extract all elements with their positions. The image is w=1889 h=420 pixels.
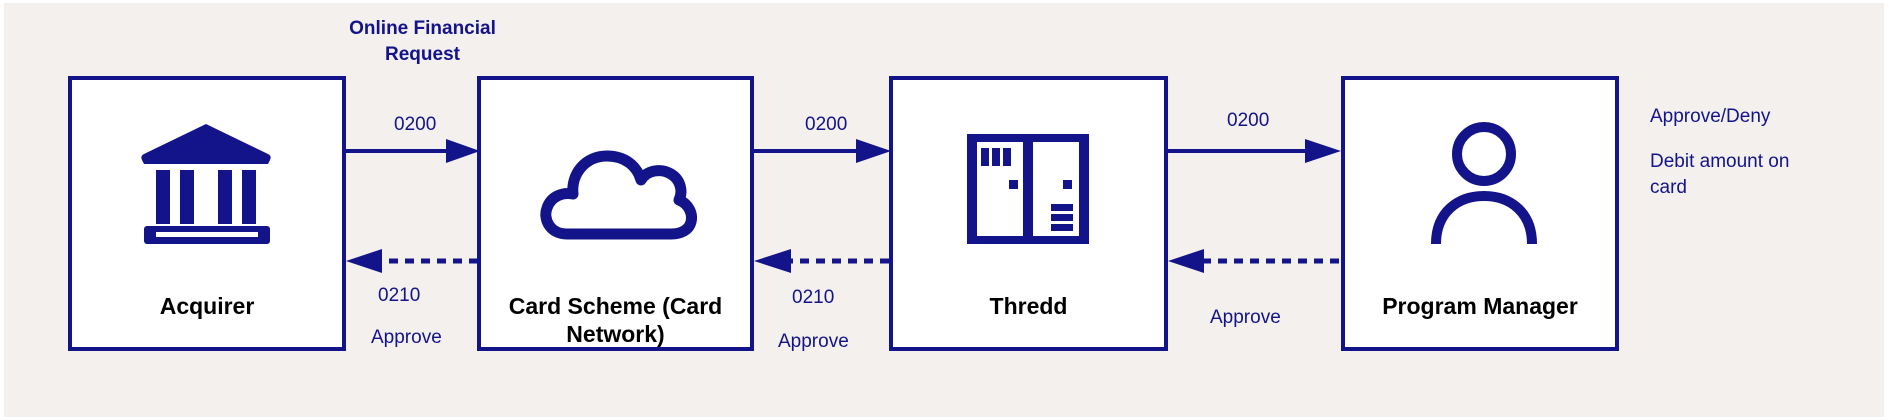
action-note: Debit amount on card xyxy=(1650,151,1790,198)
node-label: Thredd xyxy=(989,293,1068,319)
cloud-icon xyxy=(540,150,697,240)
request-label: 0200 xyxy=(394,114,437,135)
server-rack-icon xyxy=(967,134,1089,244)
diagram-title: Online Financial Request xyxy=(349,18,496,65)
person-icon xyxy=(1431,122,1537,245)
node-program-manager: Program Manager xyxy=(1341,76,1619,351)
node-acquirer: Acquirer xyxy=(68,76,346,351)
response-arrow-1 xyxy=(346,249,478,273)
node-card-scheme: Card Scheme (Card Network) xyxy=(477,76,754,351)
node-label: Program Manager xyxy=(1382,293,1578,319)
decision-note: Approve/Deny xyxy=(1650,106,1771,127)
request-label: 0200 xyxy=(805,114,848,135)
node-label: Card Scheme (Card Network) xyxy=(508,293,723,347)
request-label: 0200 xyxy=(1227,110,1270,131)
response-code-label: 0210 xyxy=(792,287,835,308)
bank-icon xyxy=(141,124,271,244)
node-label: Acquirer xyxy=(159,293,255,319)
response-status-label: Approve xyxy=(778,331,849,352)
request-arrow-2 xyxy=(754,139,891,163)
response-status-label: Approve xyxy=(371,327,442,348)
response-arrow-2 xyxy=(754,249,889,273)
request-arrow-3 xyxy=(1168,139,1341,163)
request-arrow-1 xyxy=(346,139,480,163)
node-thredd: Thredd xyxy=(889,76,1168,351)
response-status-label: Approve xyxy=(1210,307,1281,328)
response-arrow-3 xyxy=(1168,249,1339,273)
response-code-label: 0210 xyxy=(378,285,421,306)
